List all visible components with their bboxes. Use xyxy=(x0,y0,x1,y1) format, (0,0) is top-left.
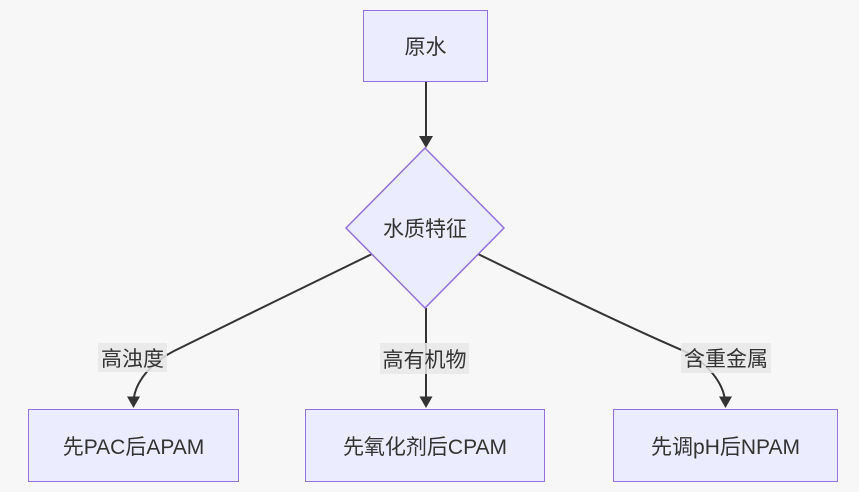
edge-label-high-turbidity: 高浊度 xyxy=(98,343,167,372)
node-pac-apam: 先PAC后APAM xyxy=(28,409,239,482)
edge-label-heavy-metals: 含重金属 xyxy=(681,343,771,373)
node-water-quality-label: 水质特征 xyxy=(383,218,467,241)
arrowhead-rawwater-to-decision xyxy=(419,136,433,148)
node-pac-apam-label: 先PAC后APAM xyxy=(62,435,205,459)
edge-decision-to-npam xyxy=(477,253,726,398)
arrowhead-decision-to-npam xyxy=(719,396,732,408)
node-water-quality: 水质特征 xyxy=(345,214,505,242)
node-oxidant-cpam-label: 先氧化剂后CPAM xyxy=(342,435,508,459)
node-raw-water-label: 原水 xyxy=(404,36,447,59)
node-ph-npam: 先调pH后NPAM xyxy=(613,409,838,482)
decision-diamond-shape xyxy=(344,146,506,310)
edge-label-heavy-metals-text: 含重金属 xyxy=(684,348,768,371)
edge-label-high-organics: 高有机物 xyxy=(380,343,469,374)
edge-label-high-organics-text: 高有机物 xyxy=(382,348,467,372)
arrowhead-decision-to-cpam xyxy=(419,396,433,408)
node-raw-water: 原水 xyxy=(363,10,488,82)
edge-label-high-turbidity-text: 高浊度 xyxy=(101,347,164,371)
edge-decision-to-pac xyxy=(133,253,373,398)
arrowhead-decision-to-pac xyxy=(127,396,140,408)
node-oxidant-cpam: 先氧化剂后CPAM xyxy=(305,409,545,482)
node-ph-npam-label: 先调pH后NPAM xyxy=(651,435,800,459)
